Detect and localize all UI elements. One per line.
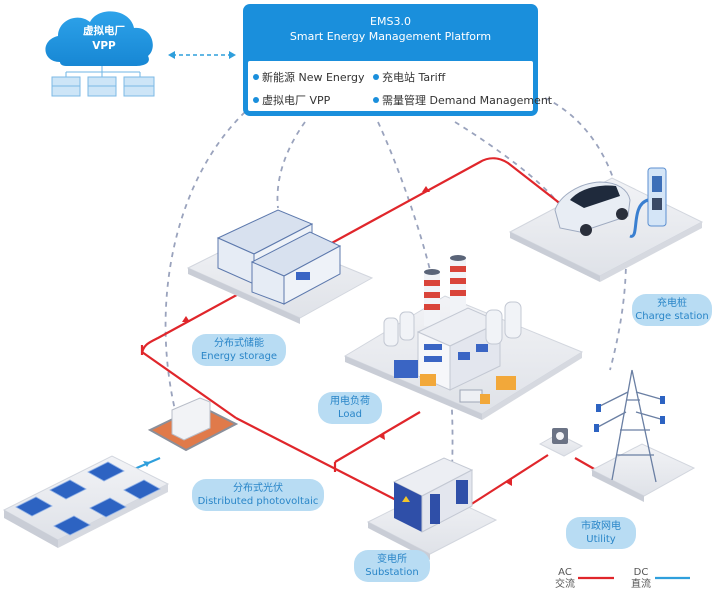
label-charge-station: 充电桩 Charge station — [632, 294, 712, 326]
ac-line-pv-storage — [141, 351, 237, 419]
solar-panel — [89, 497, 127, 518]
solar-panel — [87, 461, 125, 482]
vpp-cloud-title-zh: 虚拟电厂 — [83, 25, 125, 37]
vpp-cloud — [45, 11, 155, 97]
transformer — [394, 360, 418, 378]
feature-new-energy: 新能源 New Energy — [253, 69, 365, 85]
storage-tanks — [383, 301, 522, 347]
truck — [459, 389, 490, 404]
ems-version: EMS3.0 — [370, 15, 411, 28]
ems-platform-name: Smart Energy Management Platform — [289, 30, 492, 43]
data-link-storage — [276, 121, 306, 209]
legend-ac: AC 交流 — [555, 567, 575, 590]
feature-demand-management: 需量管理 Demand Management — [373, 92, 552, 108]
ems-platform-panel: EMS3.0 Smart Energy Management Platform … — [243, 4, 552, 116]
arrow-icon — [143, 461, 150, 467]
inverter-illustration — [147, 397, 239, 452]
energy-storage-illustration — [186, 209, 374, 324]
arrow-left-icon — [168, 51, 175, 59]
container-2 — [250, 231, 342, 305]
solar-panel — [53, 515, 91, 536]
bullet-icon — [253, 97, 259, 103]
ac-line-pv-substation — [235, 417, 401, 503]
vpp-nodes — [51, 76, 155, 97]
label-load: 用电负荷 Load — [318, 392, 382, 424]
data-link-load — [377, 121, 431, 271]
generator — [420, 374, 436, 386]
load-illustration — [343, 255, 584, 420]
arrow-right-icon — [229, 51, 236, 59]
vpp-link — [168, 51, 236, 59]
arrow-icon — [505, 478, 512, 486]
chimney-2 — [450, 255, 466, 316]
vpp-cloud-title-en: VPP — [92, 40, 116, 52]
data-link-photovoltaic — [164, 111, 246, 411]
label-photovoltaic: 分布式光伏 Distributed photovoltaic — [192, 479, 324, 511]
generator — [496, 376, 516, 390]
bullet-icon — [373, 74, 379, 80]
label-utility: 市政网电 Utility — [566, 517, 636, 549]
utility-illustration — [538, 369, 696, 502]
label-energy-storage: 分布式储能 Energy storage — [192, 334, 286, 366]
vpp-network-tree — [65, 66, 141, 77]
bullet-icon — [373, 97, 379, 103]
vpp-cloud-label: 虚拟电厂 VPP — [72, 24, 136, 54]
photovoltaic-illustration — [2, 455, 170, 548]
ac-power-lines — [140, 157, 611, 506]
charge-station-illustration — [508, 167, 704, 282]
arrow-icon — [422, 186, 430, 192]
solar-panel — [15, 496, 53, 517]
charger-pile — [629, 167, 667, 238]
bullet-icon — [253, 74, 259, 80]
solar-panel — [49, 479, 87, 500]
arrow-icon — [378, 432, 385, 440]
ems-platform-title: EMS3.0 Smart Energy Management Platform — [243, 14, 538, 44]
power-tower — [595, 369, 665, 483]
electricity-meter — [538, 428, 584, 457]
chimney-1 — [424, 269, 440, 326]
substation-illustration — [366, 457, 498, 560]
warning-icon — [402, 496, 410, 502]
legend-dc: DC 直流 — [631, 567, 651, 590]
ems-feature-list: 新能源 New Energy 充电站 Tariff 虚拟电厂 VPP 需量管理 … — [248, 61, 552, 111]
label-substation: 变电所 Substation — [354, 550, 430, 582]
ac-line-load-substation — [334, 411, 421, 463]
feature-vpp: 虚拟电厂 VPP — [253, 92, 330, 108]
solar-panel — [123, 479, 161, 500]
arrow-icon — [182, 316, 190, 322]
feature-tariff: 充电站 Tariff — [373, 69, 445, 85]
electric-car — [554, 181, 631, 236]
